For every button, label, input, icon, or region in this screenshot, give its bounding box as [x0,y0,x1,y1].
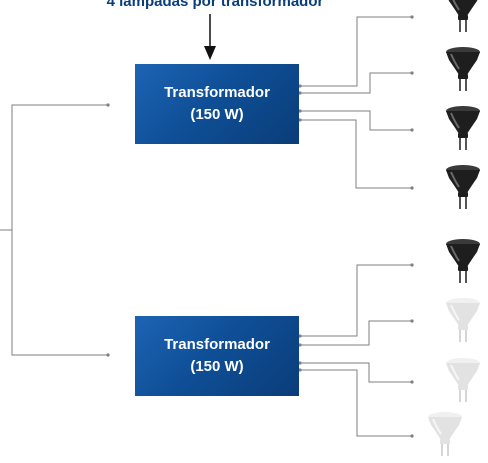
lamp-on-icon [443,45,483,93]
lamp-on-icon [443,104,483,152]
lamp-on-icon [443,0,483,34]
transformer-box-2: Transformador (150 W) [135,316,299,396]
diagram-heading: 4 lâmpadas por transformador [106,0,324,10]
transformer-power: (150 W) [190,358,244,375]
transformer-label: Transformador [164,336,270,353]
wiring-diagram: 4 lâmpadas por transformador Transformad… [0,0,483,456]
arrow-down-icon [204,46,216,60]
transformer-box-1: Transformador (150 W) [135,64,299,144]
transformer-label: Transformador [164,84,270,101]
lamp-off-icon [425,410,465,458]
lamp-off-icon [443,296,483,344]
lamp-off-icon [443,356,483,404]
lamp-on-icon [443,237,483,285]
lamp-on-icon [443,163,483,211]
wiring-lines [0,14,414,438]
transformer-power: (150 W) [190,106,244,123]
